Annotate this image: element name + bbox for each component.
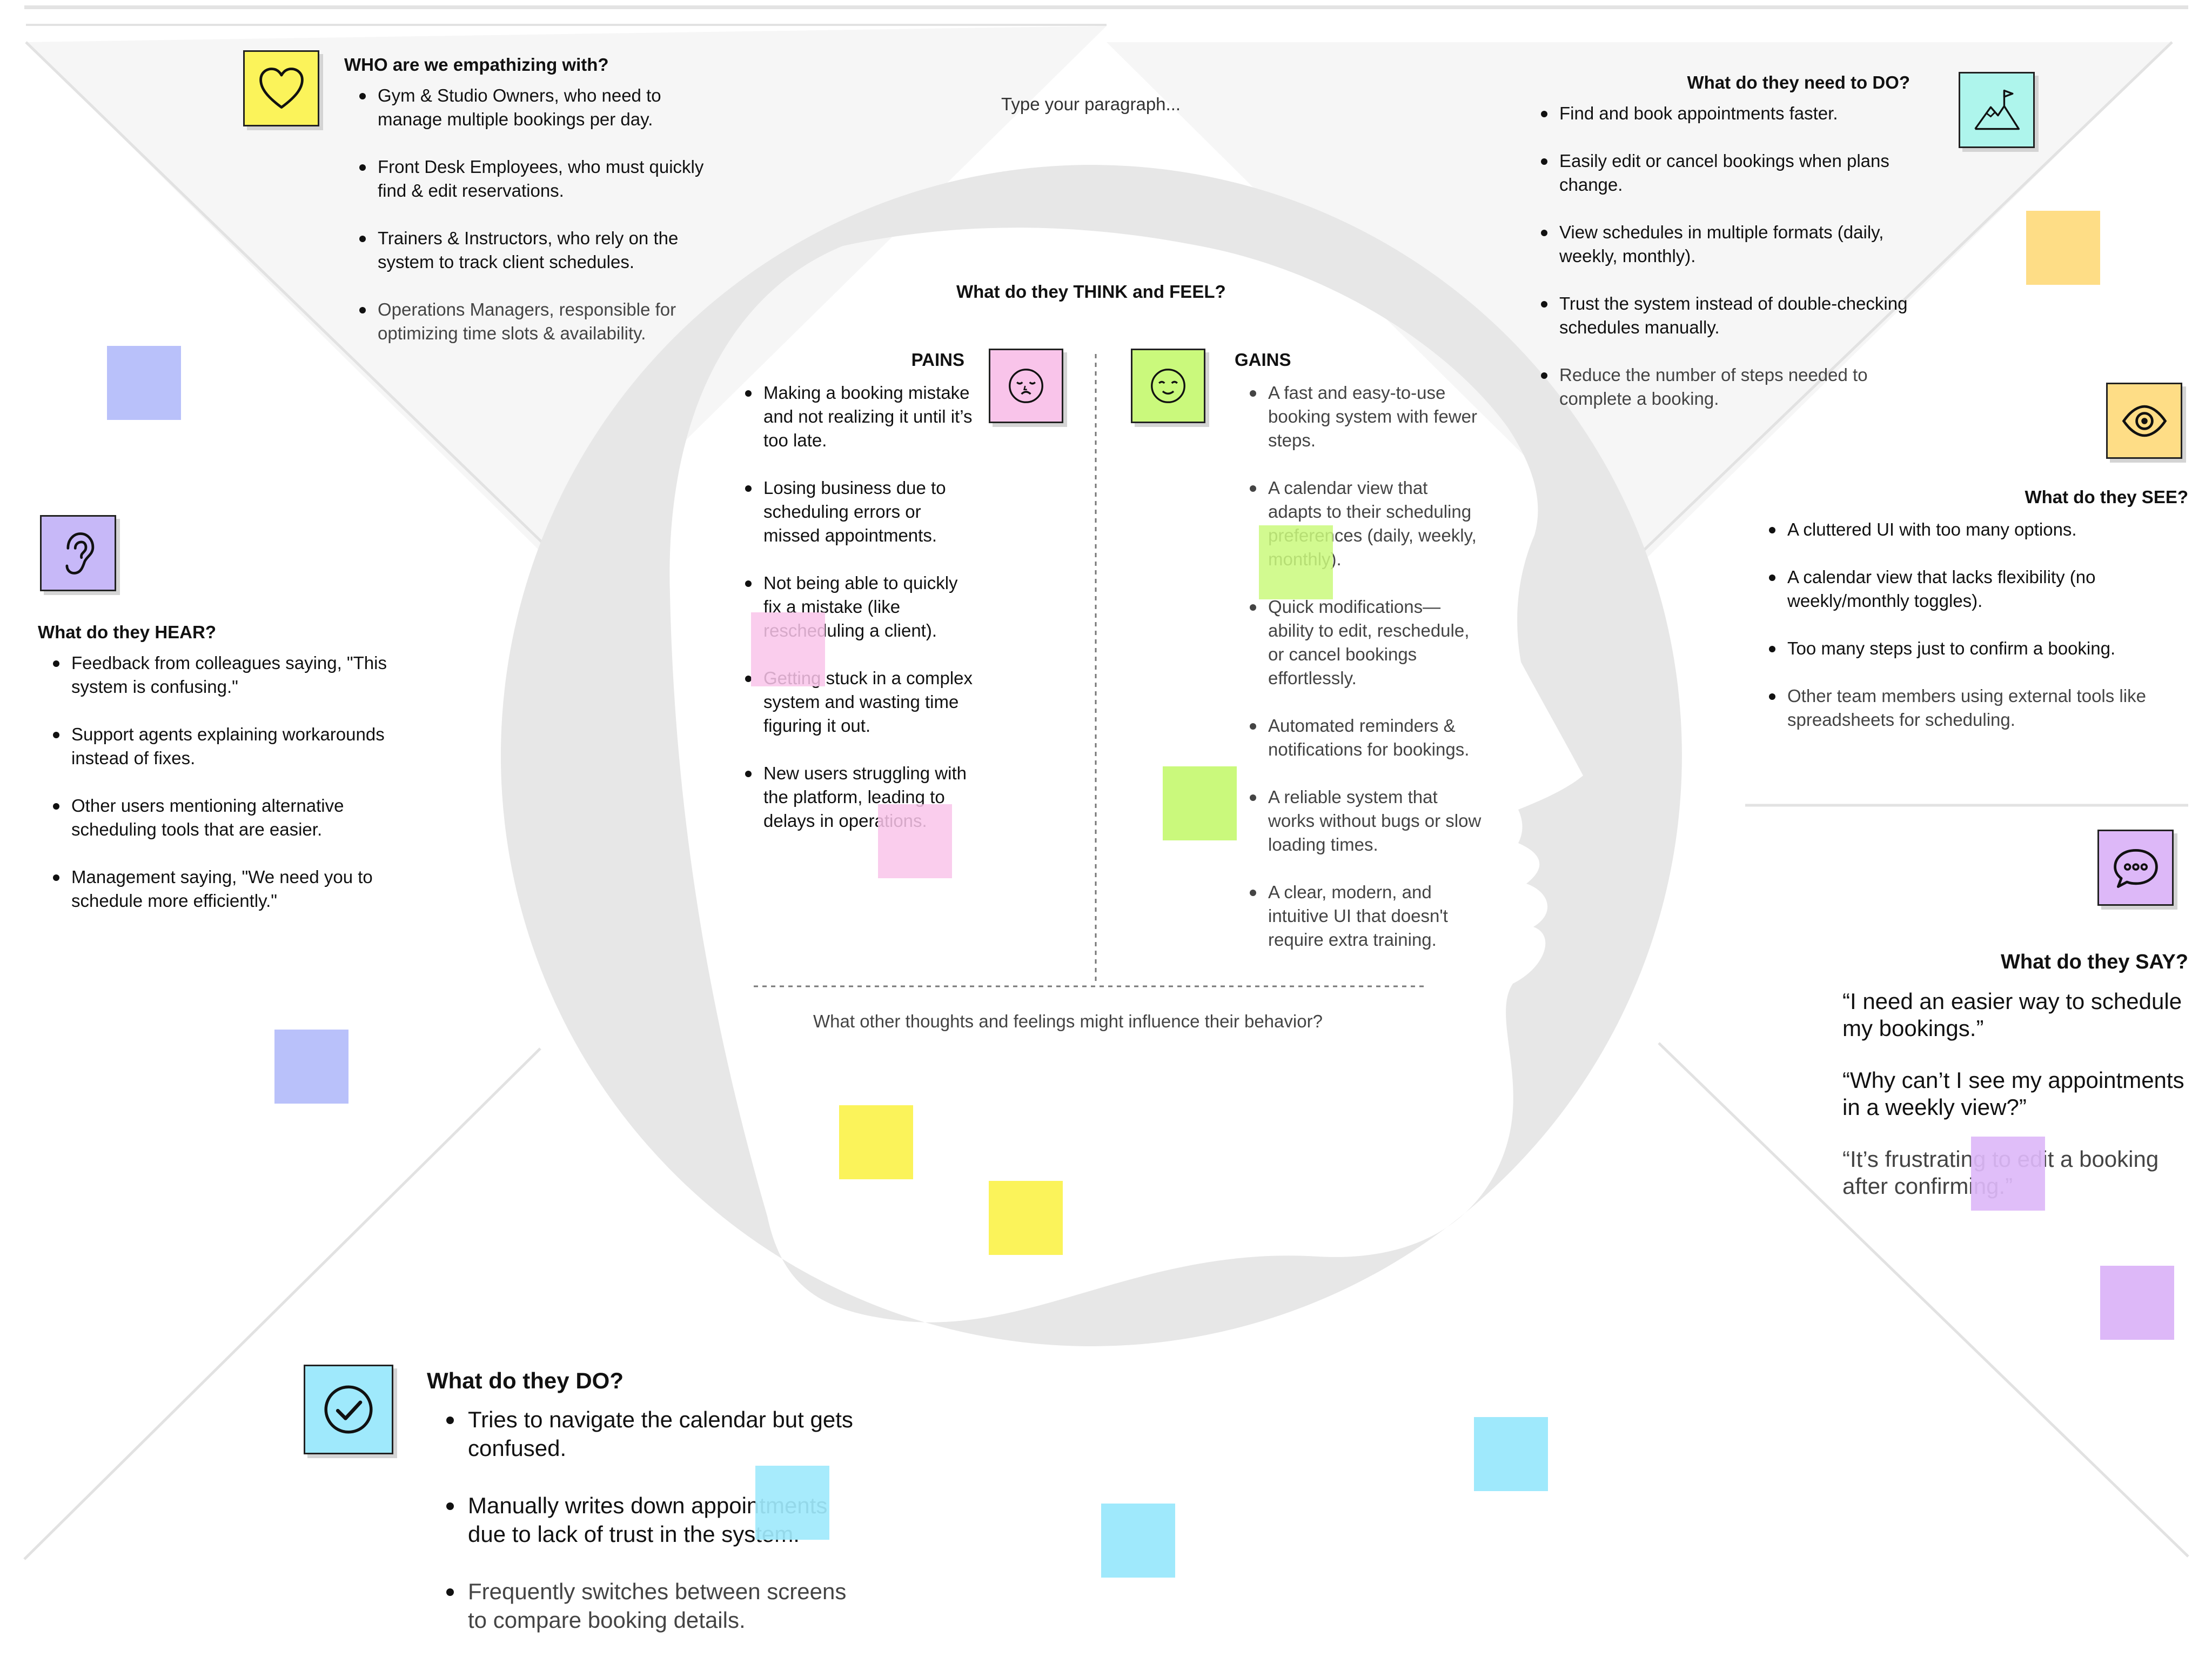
sticky-note-green[interactable] bbox=[1163, 766, 1237, 840]
pains-title: PAINS bbox=[911, 350, 964, 370]
gains-item: Quick modifications—ability to edit, res… bbox=[1250, 595, 1484, 690]
sticky-note-blue[interactable] bbox=[107, 346, 181, 420]
heart-icon bbox=[259, 67, 304, 109]
pains-item: Losing business due to scheduling errors… bbox=[745, 476, 974, 547]
sticky-note-pink[interactable] bbox=[751, 612, 825, 686]
eye-icon bbox=[2122, 405, 2167, 437]
diagonal-line-bottom-left bbox=[23, 1047, 541, 1560]
need-to-do-item: View schedules in multiple formats (dail… bbox=[1541, 221, 1938, 268]
top-triangle-right bbox=[1107, 42, 2172, 567]
hear-title: What do they HEAR? bbox=[38, 622, 216, 642]
hear-item: Management saying, "We need you to sched… bbox=[53, 865, 396, 913]
ear-icon bbox=[65, 532, 94, 575]
pains-item: Getting stuck in a complex system and wa… bbox=[745, 666, 974, 738]
need-to-do-item: Find and book appointments faster. bbox=[1541, 102, 1938, 125]
do-title: What do they DO? bbox=[427, 1368, 624, 1393]
who-title: WHO are we empathizing with? bbox=[344, 55, 609, 75]
gains-title: GAINS bbox=[1235, 350, 1291, 370]
sticky-note-cyan[interactable] bbox=[1474, 1417, 1548, 1491]
say-title: What do they SAY? bbox=[2001, 951, 2188, 973]
sticky-note-purple[interactable] bbox=[2100, 1266, 2174, 1340]
checkmark-icon-tile bbox=[304, 1365, 393, 1454]
diagonal-line-top-left bbox=[25, 41, 547, 547]
who-list: Gym & Studio Owners, who need to manage … bbox=[359, 84, 723, 369]
think-feel-footer: What other thoughts and feelings might i… bbox=[813, 1011, 1323, 1031]
gains-item: Automated reminders & notifications for … bbox=[1250, 714, 1484, 761]
pains-item: Making a booking mistake and not realizi… bbox=[745, 381, 974, 452]
sticky-note-yellow[interactable] bbox=[989, 1181, 1063, 1255]
see-item: Too many steps just to confirm a booking… bbox=[1769, 637, 2187, 660]
mountain-flag-icon-tile bbox=[1959, 72, 2035, 148]
do-item: Frequently switches between screens to c… bbox=[446, 1577, 857, 1634]
hear-list: Feedback from colleagues saying, "This s… bbox=[53, 651, 396, 937]
top-triangle-left bbox=[26, 26, 1107, 567]
who-item: Trainers & Instructors, who rely on the … bbox=[359, 226, 723, 274]
gains-item: A fast and easy-to-use booking system wi… bbox=[1250, 381, 1484, 452]
sticky-note-cyan[interactable] bbox=[1101, 1504, 1175, 1578]
sad-face-icon bbox=[1009, 369, 1043, 403]
hear-item: Support agents explaining workarounds in… bbox=[53, 723, 396, 770]
checkmark-icon bbox=[324, 1385, 373, 1434]
sticky-note-cyan[interactable] bbox=[755, 1466, 829, 1540]
happy-face-icon bbox=[1151, 369, 1185, 403]
see-item: Other team members using external tools … bbox=[1769, 684, 2187, 732]
diagonal-line-top-right bbox=[1636, 41, 2173, 558]
happy-face-icon-tile bbox=[1131, 349, 1205, 423]
who-item: Gym & Studio Owners, who need to manage … bbox=[359, 84, 723, 131]
need-to-do-list: Find and book appointments faster. Easil… bbox=[1541, 102, 1938, 435]
speech-bubble-icon-tile bbox=[2097, 830, 2174, 906]
say-quote: “I need an easier way to schedule my boo… bbox=[1842, 988, 2182, 1041]
sticky-note-pink[interactable] bbox=[878, 804, 952, 878]
mountain-flag-icon bbox=[1974, 89, 2020, 130]
sticky-note-green[interactable] bbox=[1259, 525, 1333, 599]
do-item: Tries to navigate the calendar but gets … bbox=[446, 1405, 857, 1462]
need-to-do-item: Easily edit or cancel bookings when plan… bbox=[1541, 149, 1938, 197]
say-quote: “Why can’t I see my appointments in a we… bbox=[1842, 1067, 2184, 1120]
heart-icon-tile bbox=[243, 50, 319, 126]
sad-face-icon-tile bbox=[989, 349, 1063, 423]
top-divider bbox=[24, 5, 2188, 9]
think-feel-title: What do they THINK and FEEL? bbox=[956, 282, 1226, 302]
need-to-do-title: What do they need to DO? bbox=[1687, 72, 1910, 92]
need-to-do-item: Trust the system instead of double-check… bbox=[1541, 292, 1938, 339]
who-item: Operations Managers, responsible for opt… bbox=[359, 298, 723, 345]
diagonal-line-bottom-right bbox=[1658, 1042, 2189, 1558]
see-title: What do they SEE? bbox=[2025, 487, 2188, 507]
sticky-note-purple[interactable] bbox=[1971, 1137, 2045, 1211]
ear-icon-tile bbox=[40, 515, 116, 591]
speech-bubble-icon bbox=[2113, 849, 2158, 888]
gains-item: A reliable system that works without bug… bbox=[1250, 785, 1484, 857]
paragraph-placeholder[interactable]: Type your paragraph... bbox=[1001, 94, 1181, 114]
hear-item: Feedback from colleagues saying, "This s… bbox=[53, 651, 396, 699]
need-to-do-item: Reduce the number of steps needed to com… bbox=[1541, 363, 1938, 411]
see-list: A cluttered UI with too many options. A … bbox=[1769, 518, 2187, 756]
pains-item: New users struggling with the platform, … bbox=[745, 761, 974, 833]
gains-list: A fast and easy-to-use booking system wi… bbox=[1250, 381, 1484, 976]
gains-item: A clear, modern, and intuitive UI that d… bbox=[1250, 880, 1484, 952]
eye-icon-tile bbox=[2106, 383, 2182, 459]
hear-item: Other users mentioning alternative sched… bbox=[53, 794, 396, 841]
see-item: A calendar view that lacks flexibility (… bbox=[1769, 565, 2187, 613]
sticky-note-orange[interactable] bbox=[2026, 211, 2100, 285]
sticky-note-yellow[interactable] bbox=[839, 1105, 913, 1179]
sticky-note-blue[interactable] bbox=[274, 1030, 348, 1104]
pains-list: Making a booking mistake and not realizi… bbox=[745, 381, 974, 857]
see-item: A cluttered UI with too many options. bbox=[1769, 518, 2187, 542]
who-item: Front Desk Employees, who must quickly f… bbox=[359, 155, 723, 203]
